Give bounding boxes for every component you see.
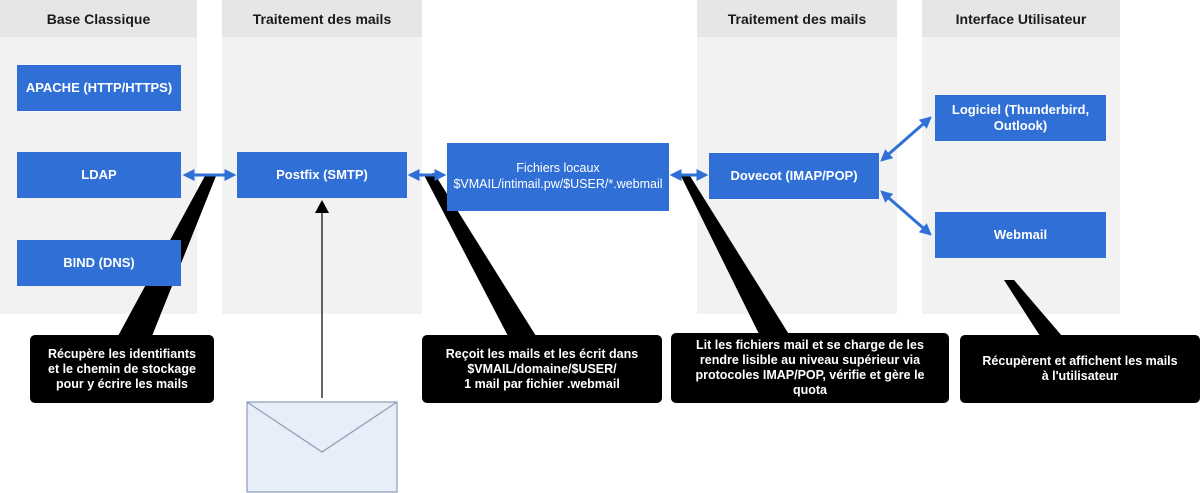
callout-text: Récupère les identifiants et le chemin d… bbox=[48, 346, 196, 391]
dovecot-box: Dovecot (IMAP/POP) bbox=[709, 153, 879, 199]
callout-ui: Récupèrent et affichent les mails à l'ut… bbox=[960, 335, 1200, 403]
lane-title: Traitement des mails bbox=[697, 0, 897, 37]
apache-box: APACHE (HTTP/HTTPS) bbox=[17, 65, 181, 111]
lane-title: Traitement des mails bbox=[222, 0, 422, 37]
callout-text: Récupèrent et affichent les mails à l'ut… bbox=[982, 354, 1178, 383]
dovecot-logiciel-connector bbox=[880, 116, 932, 162]
lane-title: Interface Utilisateur bbox=[922, 0, 1120, 37]
bind-box: BIND (DNS) bbox=[17, 240, 181, 286]
callout-text: Reçoit les mails et les écrit dans $VMAI… bbox=[445, 346, 639, 391]
postfix-box: Postfix (SMTP) bbox=[237, 152, 407, 198]
local-files-box: Fichiers locaux $VMAIL/intimail.pw/$USER… bbox=[447, 143, 669, 211]
lane-interface-utilisateur: Interface Utilisateur bbox=[922, 0, 1120, 314]
callout-pointer bbox=[424, 173, 536, 336]
incoming-mail-arrowhead bbox=[315, 200, 329, 213]
callout-pointer bbox=[680, 174, 790, 336]
dovecot-webmail-connector bbox=[880, 190, 932, 236]
envelope-icon bbox=[246, 401, 398, 493]
callout-ldap: Récupère les identifiants et le chemin d… bbox=[30, 335, 214, 403]
callout-postfix: Reçoit les mails et les écrit dans $VMAI… bbox=[422, 335, 662, 403]
ldap-box: LDAP bbox=[17, 152, 181, 198]
logiciel-box: Logiciel (Thunderbird, Outlook) bbox=[935, 95, 1106, 141]
callout-text: Lit les fichiers mail et se charge de le… bbox=[695, 338, 925, 397]
callout-dovecot: Lit les fichiers mail et se charge de le… bbox=[671, 333, 949, 403]
callout-pointer bbox=[1004, 280, 1062, 336]
lane-title: Base Classique bbox=[0, 0, 197, 37]
webmail-box: Webmail bbox=[935, 212, 1106, 258]
